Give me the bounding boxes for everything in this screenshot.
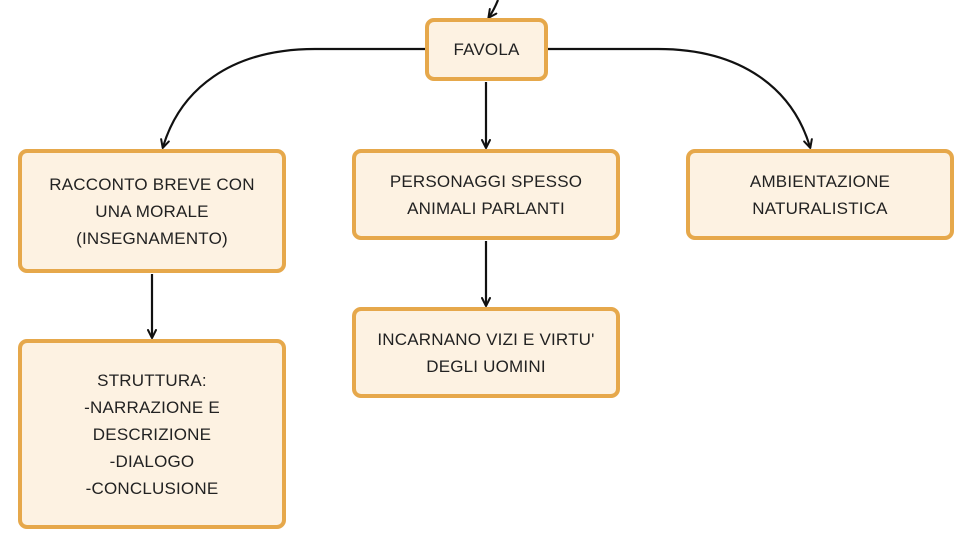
- node-incarnano-line: DEGLI UOMINI: [426, 356, 546, 376]
- node-favola-text: FAVOLA: [453, 36, 519, 63]
- node-ambientazione-text: AMBIENTAZIONE NATURALISTICA: [750, 168, 890, 222]
- node-ambientazione: AMBIENTAZIONE NATURALISTICA: [686, 149, 954, 240]
- node-racconto-breve-line: (INSEGNAMENTO): [76, 228, 228, 248]
- connector-favola-ambientazione: [548, 47, 813, 149]
- node-struttura-line: DESCRIZIONE: [92, 424, 212, 444]
- node-favola: FAVOLA: [425, 18, 548, 81]
- connector-favola-racconto: [160, 47, 425, 149]
- node-racconto-breve-line: RACCONTO BREVE CON: [49, 174, 255, 194]
- node-incarnano-text: INCARNANO VIZI E VIRTU' DEGLI UOMINI: [377, 326, 594, 380]
- connector-incoming-favola: [487, 0, 500, 19]
- node-struttura-line: STRUTTURA:: [97, 370, 207, 390]
- node-personaggi-line: ANIMALI PARLANTI: [407, 198, 565, 218]
- node-personaggi: PERSONAGGI SPESSO ANIMALI PARLANTI: [352, 149, 620, 240]
- node-racconto-breve-text: RACCONTO BREVE CON UNA MORALE (INSEGNAME…: [49, 171, 254, 252]
- node-personaggi-text: PERSONAGGI SPESSO ANIMALI PARLANTI: [390, 168, 582, 222]
- node-racconto-breve: RACCONTO BREVE CON UNA MORALE (INSEGNAME…: [18, 149, 286, 273]
- node-struttura-text: STRUTTURA: -NARRAZIONE E DESCRIZIONE -DI…: [84, 367, 220, 502]
- node-struttura: STRUTTURA: -NARRAZIONE E DESCRIZIONE -DI…: [18, 339, 286, 529]
- node-incarnano-line: INCARNANO VIZI E VIRTU': [377, 329, 595, 349]
- node-personaggi-line: PERSONAGGI SPESSO: [389, 171, 583, 191]
- node-incarnano: INCARNANO VIZI E VIRTU' DEGLI UOMINI: [352, 307, 620, 398]
- node-struttura-line: -NARRAZIONE E: [84, 397, 220, 417]
- node-favola-line: FAVOLA: [453, 40, 520, 59]
- node-struttura-line: -CONCLUSIONE: [85, 478, 219, 498]
- node-racconto-breve-line: UNA MORALE: [95, 201, 209, 221]
- node-ambientazione-line: AMBIENTAZIONE: [749, 171, 891, 191]
- node-ambientazione-line: NATURALISTICA: [752, 198, 888, 218]
- node-struttura-line: -DIALOGO: [109, 451, 195, 471]
